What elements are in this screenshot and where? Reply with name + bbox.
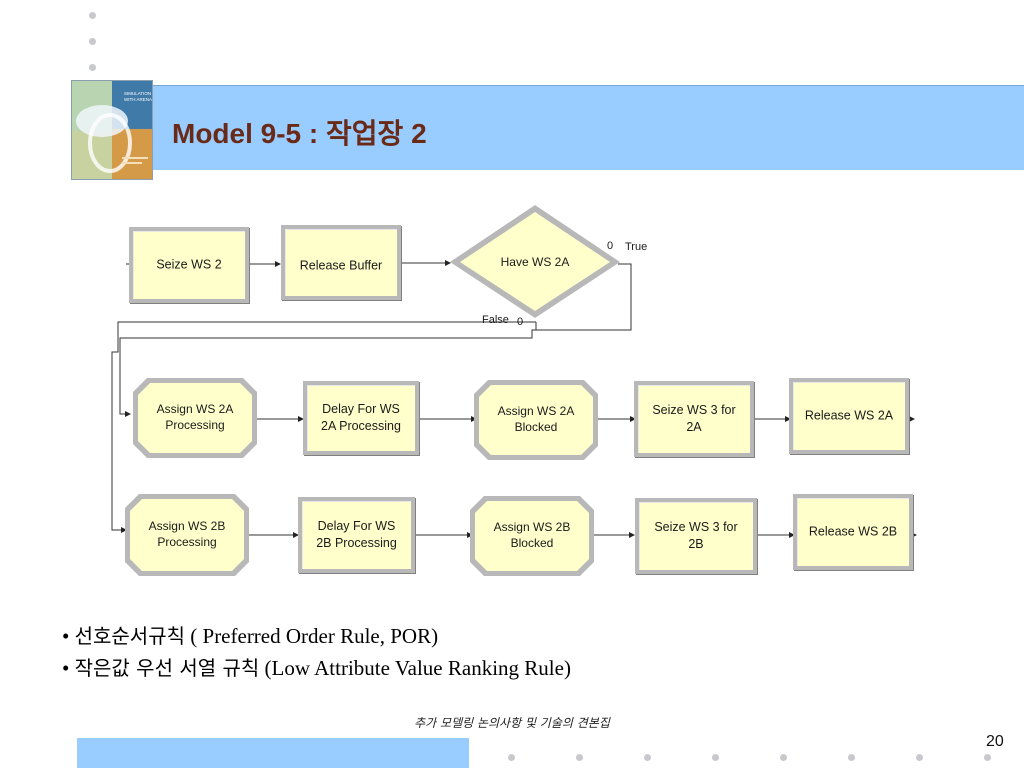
release-buffer-module[interactable]: Release Buffer bbox=[281, 225, 401, 300]
seize-ws3-2b-module[interactable]: Seize WS 3 for 2B bbox=[635, 498, 757, 574]
decorative-dots-vertical bbox=[89, 10, 99, 80]
release-ws2a-module[interactable]: Release WS 2A bbox=[789, 378, 909, 454]
assign-2b-processing-shape[interactable] bbox=[125, 494, 249, 576]
assign-2b-blocked-label: Assign WS 2B Blocked bbox=[493, 520, 571, 550]
slide-title: Model 9-5 : 작업장 2 bbox=[172, 118, 427, 149]
assign-2b-blocked-shape[interactable] bbox=[470, 496, 594, 576]
module-label: Seize WS 3 for 2B bbox=[654, 520, 738, 551]
book-cover-logo: SIMULATION WITH ARENA bbox=[71, 80, 153, 180]
assign-2a-blocked-shape[interactable] bbox=[474, 380, 598, 460]
module-label: Release WS 2A bbox=[804, 408, 894, 423]
title-band-top-line bbox=[152, 85, 1024, 86]
bullet-list: • 선호순서규칙 ( Preferred Order Rule, POR) • … bbox=[62, 620, 571, 684]
bullet-korean: 선호순서규칙 bbox=[74, 624, 186, 648]
decide-diamond-shape bbox=[450, 205, 620, 318]
delay-2b-module[interactable]: Delay For WS 2B Processing bbox=[298, 497, 415, 573]
logo-line-2: WITH ARENA bbox=[124, 97, 152, 102]
module-label: Delay For WS 2A Processing bbox=[321, 402, 401, 433]
module-label: Seize WS 3 for 2A bbox=[652, 403, 736, 434]
flow-connectors bbox=[111, 205, 917, 538]
footer-band bbox=[77, 738, 469, 768]
connector-true-branch bbox=[119, 263, 632, 417]
decide-have-ws2a-label[interactable]: Have WS 2A bbox=[500, 255, 570, 269]
bullet-english: ( Preferred Order Rule, POR) bbox=[185, 624, 439, 648]
title-band bbox=[152, 86, 1024, 170]
footer-caption: 추가 모델링 논의사항 및 기술의 견본집 bbox=[414, 716, 610, 730]
bullet-english: (Low Attribute Value Ranking Rule) bbox=[259, 656, 571, 680]
false-branch-marker: 0 bbox=[517, 316, 524, 328]
module-label: Delay For WS 2B Processing bbox=[316, 519, 397, 550]
seize-ws3-2a-module[interactable]: Seize WS 3 for 2A bbox=[634, 381, 754, 457]
module-label: Seize WS 2 bbox=[156, 257, 222, 272]
page-number: 20 bbox=[986, 733, 1004, 750]
bullet-item: • 작은값 우선 서열 규칙 (Low Attribute Value Rank… bbox=[62, 656, 571, 680]
assign-2a-processing-shape[interactable] bbox=[133, 378, 257, 458]
delay-2a-module[interactable]: Delay For WS 2A Processing bbox=[303, 381, 419, 455]
assign-2b-processing-label: Assign WS 2B Processing bbox=[148, 519, 226, 549]
true-branch-label: True bbox=[625, 241, 648, 253]
module-label: Release WS 2B bbox=[808, 524, 898, 539]
true-branch-marker: 0 bbox=[607, 240, 614, 252]
assign-2a-blocked-label: Assign WS 2A Blocked bbox=[497, 404, 575, 434]
logo-line-1: SIMULATION bbox=[124, 91, 151, 96]
bullet-item: • 선호순서규칙 ( Preferred Order Rule, POR) bbox=[62, 624, 439, 648]
module-label: Release Buffer bbox=[299, 258, 383, 273]
assign-2a-processing-label: Assign WS 2A Processing bbox=[156, 402, 234, 432]
release-ws2b-module[interactable]: Release WS 2B bbox=[793, 494, 913, 570]
false-branch-label: False bbox=[482, 314, 509, 326]
connector-false-branch bbox=[111, 321, 536, 533]
seize-ws2-module[interactable]: Seize WS 2 bbox=[129, 227, 249, 303]
bullet-korean: 작은값 우선 서열 규칙 bbox=[74, 656, 260, 680]
